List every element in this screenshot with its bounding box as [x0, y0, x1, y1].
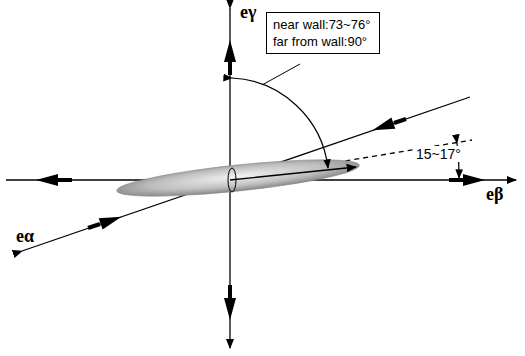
callout-text: far from wall:90° [273, 33, 373, 50]
axis-label: eβ [486, 184, 503, 205]
axis-label: eα [16, 226, 34, 247]
axis-label: eγ [240, 2, 256, 23]
callout-text: near wall:73~76° [273, 16, 373, 33]
callout-box: near wall:73~76°far from wall:90° [266, 12, 380, 54]
angle-label: 15~17° [414, 146, 463, 162]
